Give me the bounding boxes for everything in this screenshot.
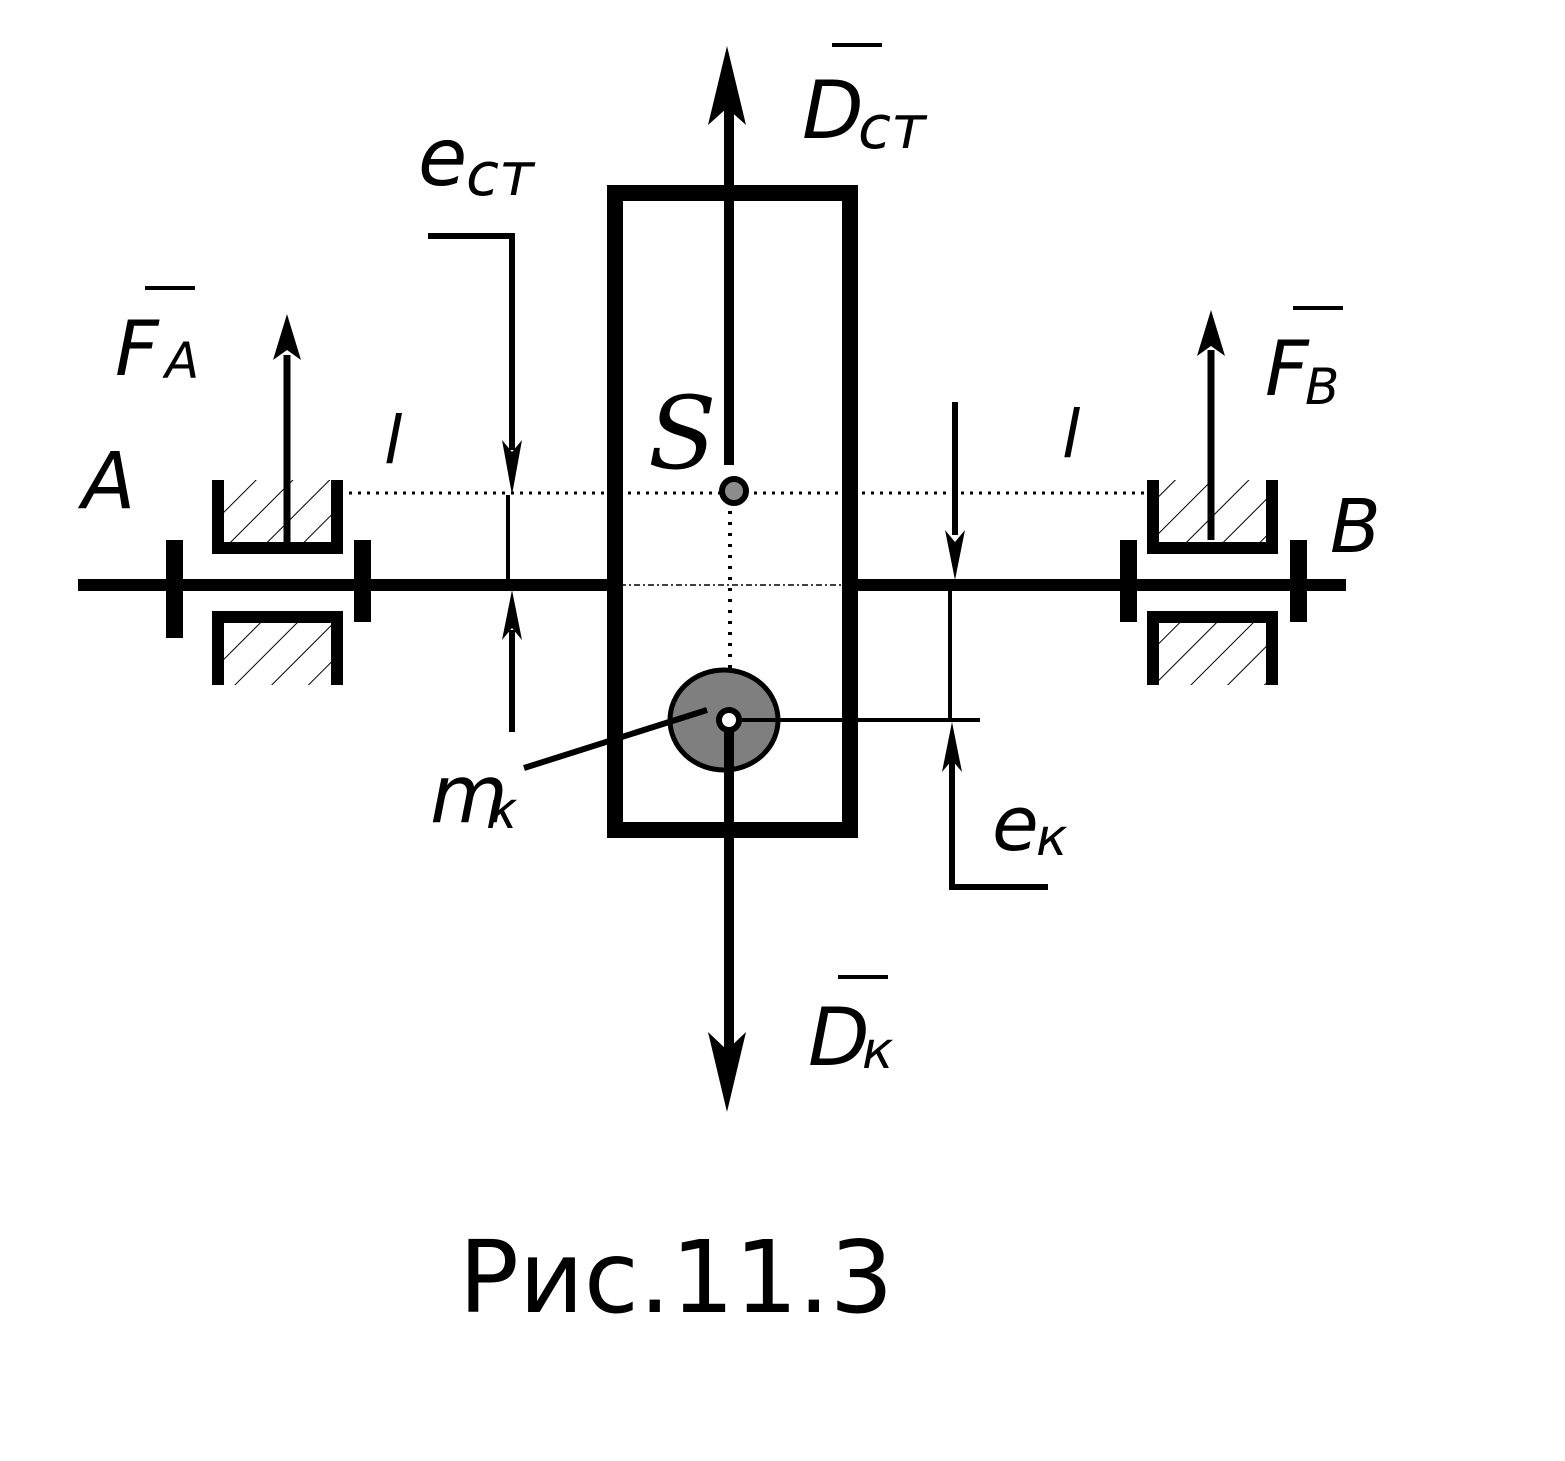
center-of-mass-point — [719, 476, 749, 506]
force-d-k-arrow — [708, 732, 746, 1112]
mass-m-k-label: m к — [430, 748, 518, 841]
svg-text:к: к — [1036, 808, 1068, 868]
force-d-k-label: D к — [808, 975, 894, 1084]
shaft-collars — [166, 540, 1307, 638]
bearing-a — [212, 480, 343, 685]
point-a-label: A — [77, 437, 135, 527]
force-f-a-arrow — [273, 314, 301, 545]
center-s-label: S — [648, 375, 717, 492]
correction-mass-center — [716, 707, 742, 733]
dimension-e-k-label: e к — [992, 779, 1068, 868]
svg-text:D: D — [802, 64, 864, 157]
force-f-b-arrow — [1197, 310, 1225, 540]
svg-text:D: D — [808, 991, 870, 1084]
svg-text:ст: ст — [466, 140, 536, 210]
svg-text:m: m — [430, 748, 508, 841]
point-b-label: B — [1330, 484, 1381, 570]
length-label-left: l — [384, 402, 403, 479]
svg-text:F: F — [1265, 324, 1310, 413]
length-label-right: l — [1062, 396, 1081, 473]
svg-text:к: к — [862, 1021, 894, 1081]
svg-text:к: к — [486, 781, 518, 841]
svg-text:e: e — [418, 111, 467, 204]
force-d-st-arrow — [708, 46, 746, 465]
force-d-st-label: D ст — [802, 43, 928, 163]
svg-text:e: e — [992, 779, 1039, 868]
dimension-e-st — [428, 233, 522, 732]
dimension-e-st-label: e ст — [418, 111, 536, 210]
mass-leader-line — [523, 707, 708, 771]
svg-text:F: F — [115, 304, 160, 393]
svg-text:A: A — [162, 332, 199, 390]
force-f-b-label: F B — [1265, 306, 1343, 416]
force-f-a-label: F A — [115, 286, 199, 393]
dimension-e-k — [740, 402, 1048, 890]
figure-caption: Рис.11.3 — [459, 1219, 894, 1336]
svg-text:B: B — [1305, 358, 1339, 416]
svg-text:ст: ст — [858, 93, 928, 163]
